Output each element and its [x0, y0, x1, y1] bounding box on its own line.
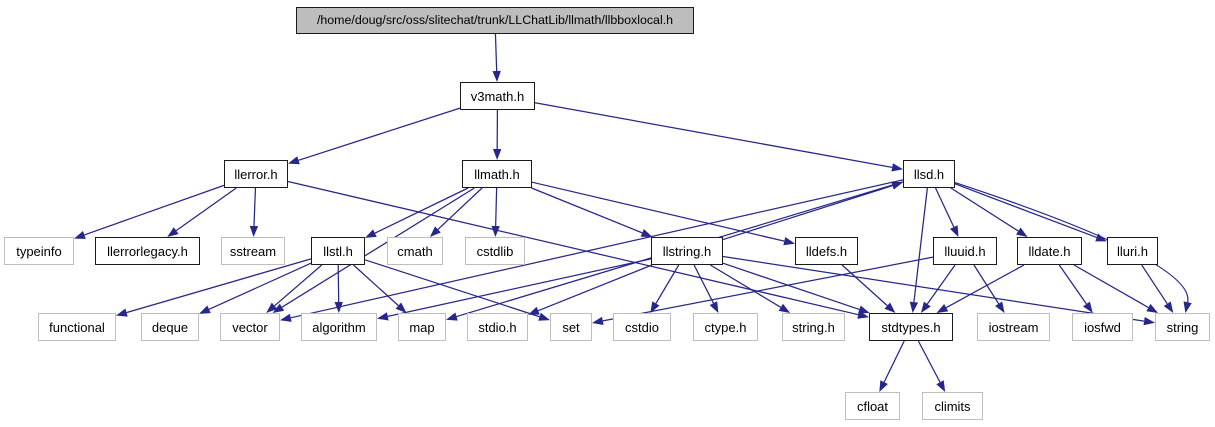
graph-node-ctype: ctype.h: [693, 313, 758, 341]
graph-node-functional: functional: [38, 313, 116, 341]
graph-node-bbox: /home/doug/src/oss/slitechat/trunk/LLCha…: [296, 7, 694, 34]
graph-node-cstdio: cstdio: [613, 313, 671, 341]
graph-node-stdtypes[interactable]: stdtypes.h: [869, 313, 953, 341]
graph-node-v3math[interactable]: v3math.h: [460, 82, 535, 110]
graph-node-llstl[interactable]: llstl.h: [311, 237, 365, 265]
graph-node-llsd[interactable]: llsd.h: [903, 160, 955, 188]
graph-node-deque: deque: [141, 313, 199, 341]
graph-node-lluri[interactable]: lluri.h: [1107, 237, 1158, 265]
graph-node-iosfwd: iosfwd: [1072, 313, 1133, 341]
graph-node-llstring[interactable]: llstring.h: [651, 237, 723, 265]
graph-node-iostream: iostream: [977, 313, 1050, 341]
graph-node-string: string: [1155, 313, 1210, 341]
graph-node-llerrorlegacy[interactable]: llerrorlegacy.h: [95, 237, 200, 265]
graph-node-algorithm: algorithm: [301, 313, 377, 341]
graph-node-climits: climits: [922, 392, 983, 420]
graph-node-typeinfo: typeinfo: [4, 237, 74, 265]
graph-node-map: map: [398, 313, 446, 341]
graph-node-cstdlib: cstdlib: [465, 237, 525, 265]
graph-node-vector: vector: [220, 313, 280, 341]
graph-node-set: set: [550, 313, 592, 341]
graph-node-llmath[interactable]: llmath.h: [462, 160, 532, 188]
graph-node-lldefs[interactable]: lldefs.h: [795, 237, 858, 265]
graph-node-cfloat: cfloat: [845, 392, 900, 420]
graph-node-llerror[interactable]: llerror.h: [224, 160, 288, 188]
graph-node-stringh: string.h: [782, 313, 845, 341]
graph-node-sstream: sstream: [221, 237, 285, 265]
graph-node-lldate[interactable]: lldate.h: [1017, 237, 1082, 265]
graph-node-cmath: cmath: [387, 237, 443, 265]
graph-node-lluuid[interactable]: lluuid.h: [933, 237, 997, 265]
graph-node-stdio: stdio.h: [467, 313, 528, 341]
